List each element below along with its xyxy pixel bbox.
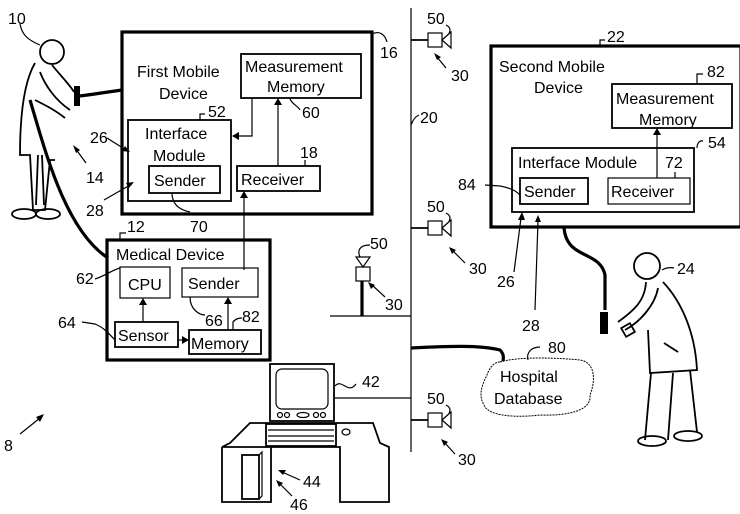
ref-first-receiver: 18 [300, 145, 318, 162]
access-point-1: 50 30 [411, 11, 469, 85]
second-mobile-title-1: Second Mobile [499, 59, 605, 76]
sensor-label: Sensor [118, 328, 169, 345]
ref-second-26: 26 [497, 274, 515, 291]
antenna-icon [356, 257, 370, 267]
ref-first-user: 10 [8, 11, 26, 28]
first-mobile-title-2: Device [159, 86, 208, 103]
antenna-icon [442, 220, 451, 236]
ref-sensor: 64 [58, 315, 76, 332]
second-sender-label: Sender [524, 184, 576, 201]
ref-second-interface: 54 [708, 135, 726, 152]
ref-memory: 82 [242, 309, 260, 326]
ref-tower: 46 [290, 497, 308, 514]
second-mobile-device: 22 Second Mobile Device Measurement Memo… [458, 29, 740, 335]
access-point-3: 50 30 [330, 236, 411, 316]
ref-first-measurement-memory: 60 [302, 105, 320, 122]
ref-second-receiver: 72 [665, 155, 683, 172]
ref-ap3-node: 30 [385, 297, 403, 314]
cpu-label: CPU [128, 277, 162, 294]
ref-ap4-node: 30 [458, 452, 476, 469]
keyboard-icon [266, 424, 336, 446]
handheld-device-icon [600, 312, 608, 334]
handheld-device-icon [74, 86, 80, 106]
ref-ap2-node: 30 [469, 261, 487, 278]
second-receiver-label: Receiver [611, 184, 675, 201]
ref-ap4-antenna: 50 [427, 391, 445, 408]
hospital-database-line1: Hospital [500, 369, 558, 386]
ref-ap3-antenna: 50 [370, 236, 388, 253]
ref-medical-sender: 66 [205, 313, 223, 330]
ref-link: 14 [86, 170, 104, 187]
medical-sender-label: Sender [188, 276, 240, 293]
ref-hospital-database: 80 [548, 340, 566, 357]
first-measurement-memory-line2: Memory [267, 79, 325, 96]
ref-computer: 42 [362, 374, 380, 391]
ref-second-user: 24 [677, 261, 695, 278]
antenna-icon [442, 412, 451, 428]
second-interface-label: Interface Module [518, 155, 637, 172]
mouse-icon [342, 429, 350, 435]
first-measurement-memory-line1: Measurement [245, 59, 343, 76]
ref-first-26: 26 [90, 130, 108, 147]
access-point-4: 50 30 [411, 391, 476, 469]
first-interface-line1: Interface [145, 126, 207, 143]
network-backbone: 20 [411, 8, 438, 452]
memory-label: Memory [191, 336, 249, 353]
ref-cpu: 62 [76, 271, 94, 288]
hospital-database-line2: Database [494, 391, 563, 408]
ref-desk: 44 [303, 474, 321, 491]
ref-second-mobile: 22 [607, 29, 625, 46]
access-point-2: 50 30 [411, 199, 487, 278]
ref-first-28: 28 [86, 203, 104, 220]
ref-first-interface: 52 [208, 104, 226, 121]
medical-device-title: Medical Device [116, 247, 225, 264]
first-sender-label: Sender [154, 173, 206, 190]
ref-system: 8 [4, 438, 13, 455]
ref-second-sender: 84 [458, 177, 476, 194]
ref-first-mobile: 16 [380, 45, 398, 62]
second-mobile-title-2: Device [534, 80, 583, 97]
antenna-icon [442, 32, 451, 48]
ref-ap1-node: 30 [451, 68, 469, 85]
ref-second-28: 28 [522, 318, 540, 335]
first-mobile-device: First Mobile Device 16 Measurement Memor… [86, 32, 398, 236]
ref-medical-device: 12 [127, 219, 145, 236]
computer-tower-icon [242, 455, 259, 499]
first-mobile-title-1: First Mobile [137, 64, 220, 81]
first-receiver-label: Receiver [241, 172, 305, 189]
first-interface-line2: Module [153, 148, 206, 165]
ref-network: 20 [420, 110, 438, 127]
second-user-figure: 24 [600, 253, 702, 446]
ref-ap2-antenna: 50 [427, 199, 445, 216]
workstation: 42 44 46 [222, 364, 411, 514]
second-measurement-memory-line1: Measurement [616, 91, 714, 108]
ref-ap1-antenna: 50 [427, 11, 445, 28]
cable-to-second-user [564, 227, 605, 310]
system-ref: 8 [4, 414, 44, 455]
ref-second-measurement-memory: 82 [707, 64, 725, 81]
second-measurement-memory-line2: Memory [639, 112, 697, 129]
ref-first-sender: 70 [190, 219, 208, 236]
